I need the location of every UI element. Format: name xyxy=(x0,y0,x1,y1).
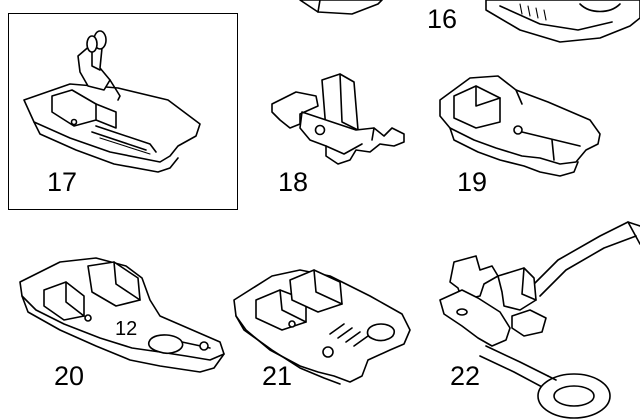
foot-17-illustration xyxy=(23,30,201,173)
foot-18-illustration xyxy=(271,73,405,165)
foot-label-17: 17 xyxy=(47,167,78,197)
foot-label-22: 22 xyxy=(450,361,481,391)
foot-17-highlight-box xyxy=(8,13,238,210)
foot-16-illustration xyxy=(485,0,640,43)
foot-19-illustration xyxy=(439,75,601,177)
foot-label-20: 20 xyxy=(54,361,85,391)
foot-21-illustration xyxy=(233,269,411,385)
foot-label-16: 16 xyxy=(427,4,458,34)
foot-top-partial-illustration xyxy=(299,0,383,15)
foot-label-18: 18 xyxy=(278,167,309,197)
foot-20-marking: 12 xyxy=(115,318,138,340)
foot-label-19: 19 xyxy=(457,167,488,197)
foot-20-illustration xyxy=(19,257,225,373)
foot-22-illustration xyxy=(439,221,640,419)
foot-label-21: 21 xyxy=(262,361,293,391)
